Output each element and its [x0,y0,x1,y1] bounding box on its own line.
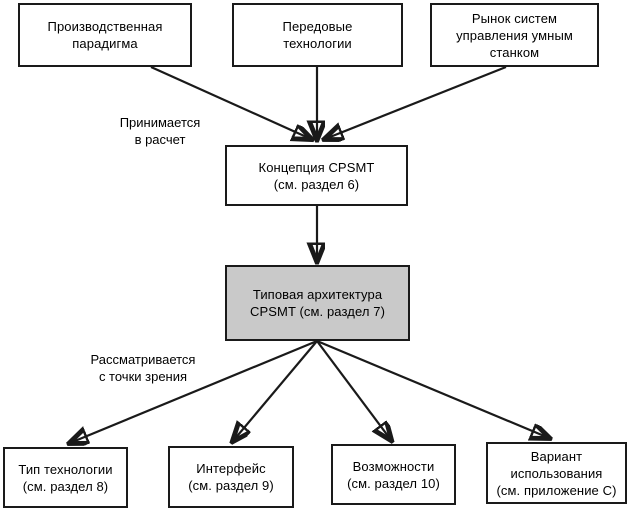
node-interface[interactable]: Интерфейс (см. раздел 9) [168,446,294,508]
node-smart-machine-control-market[interactable]: Рынок систем управления умным станком [430,3,599,67]
node-cpsmt-architecture[interactable]: Типовая архитектура CPSMT (см. раздел 7) [225,265,410,341]
node-use-case-label: Вариант использования (см. приложение C) [496,448,617,498]
edge-architecture-to-bottom-2 [233,340,318,441]
node-production-paradigm[interactable]: Производственная парадигма [18,3,192,67]
node-smart-machine-control-market-label: Рынок систем управления умным станком [456,10,573,60]
edge-top-right-to-concept [325,65,507,139]
node-use-case[interactable]: Вариант использования (см. приложение C) [486,442,627,504]
edge-architecture-to-bottom-4 [316,339,549,438]
node-capabilities[interactable]: Возможности (см. раздел 10) [331,444,456,505]
node-technology-type-label: Тип технологии (см. раздел 8) [18,461,113,494]
node-capabilities-label: Возможности (см. раздел 10) [347,458,440,491]
edge-label-taken-into-account: Принимается в расчет [119,115,201,147]
node-advanced-technologies-label: Передовые технологии [282,19,353,51]
node-production-paradigm-label: Производственная парадигма [47,19,163,51]
node-interface-label: Интерфейс (см. раздел 9) [188,461,274,493]
edge-label-considered-from: Рассматривается с точки зрения [90,352,196,384]
node-technology-type[interactable]: Тип технологии (см. раздел 8) [3,447,128,508]
node-advanced-technologies[interactable]: Передовые технологии [232,3,403,67]
node-cpsmt-concept-label: Концепция CPSMT (см. раздел 6) [258,159,375,192]
edge-architecture-to-bottom-3 [316,340,391,440]
node-cpsmt-architecture-label: Типовая архитектура CPSMT (см. раздел 7) [250,287,385,319]
node-cpsmt-concept[interactable]: Концепция CPSMT (см. раздел 6) [225,145,408,206]
